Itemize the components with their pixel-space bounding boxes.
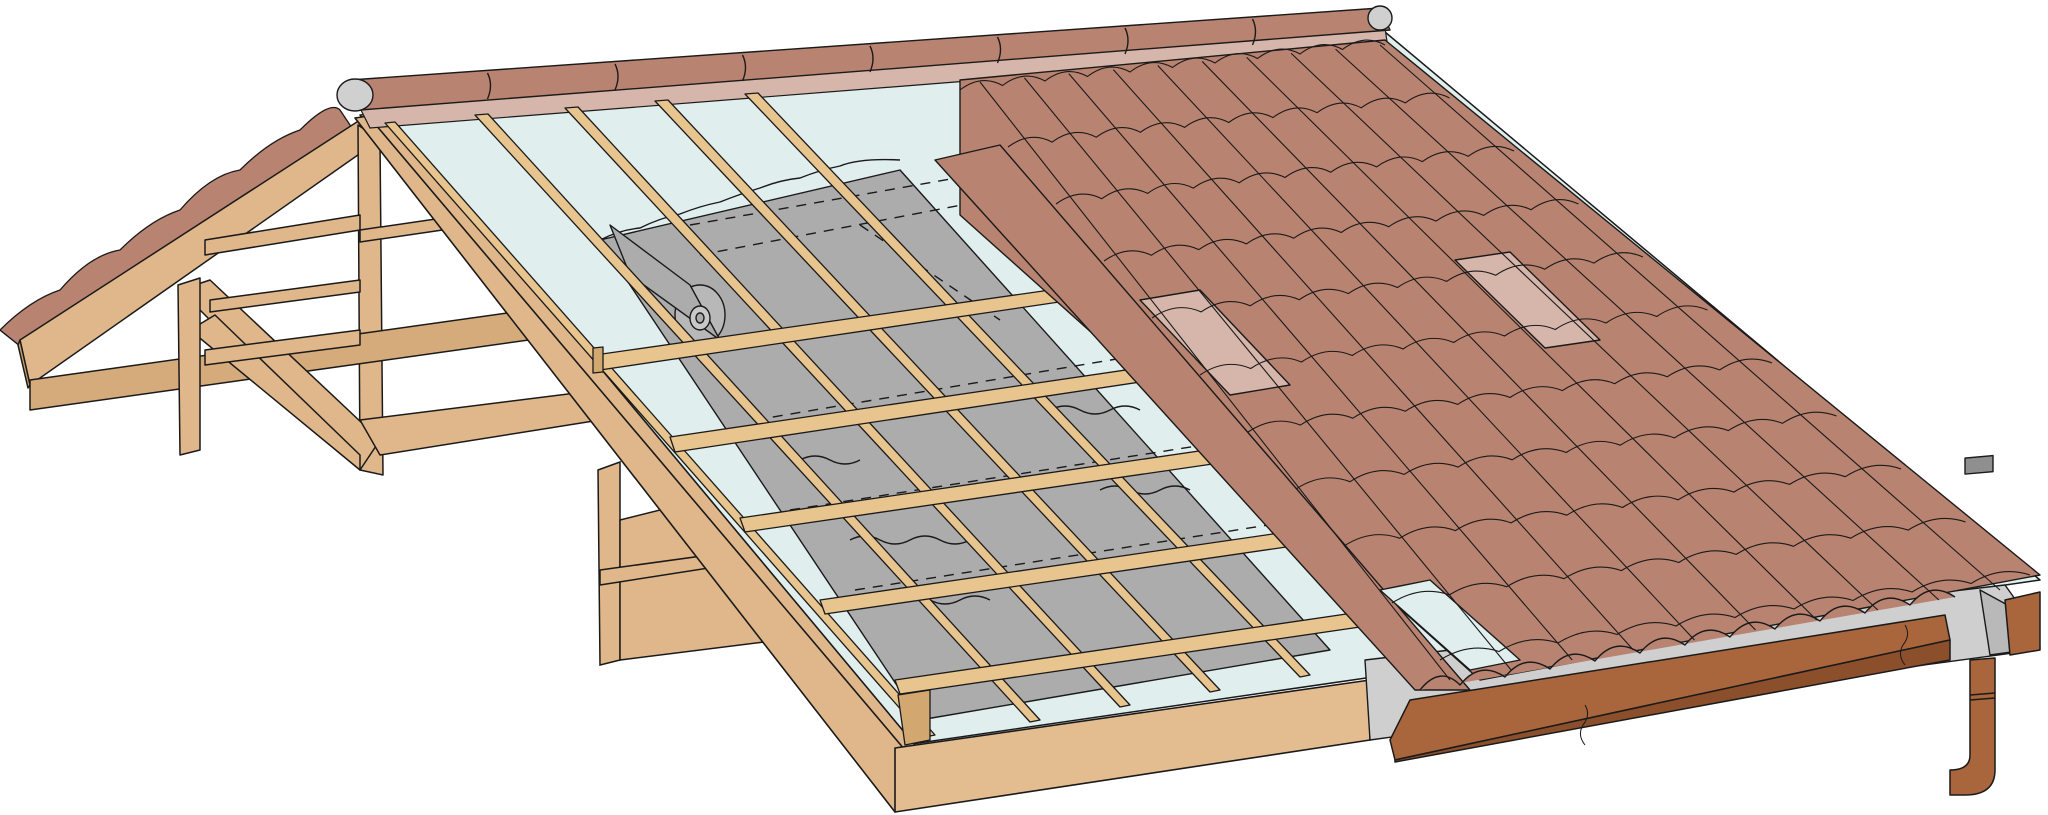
ridge-joint bbox=[1251, 18, 1257, 46]
ridge-joint bbox=[996, 36, 1002, 64]
tile-rib bbox=[1335, 48, 1940, 601]
tile-course bbox=[1343, 464, 1902, 547]
underlay-roll bbox=[599, 158, 1331, 721]
tile-rib bbox=[1379, 44, 2001, 591]
tile-course bbox=[1247, 358, 1773, 433]
tile-battens bbox=[592, 279, 1361, 746]
gable-truss bbox=[17, 119, 601, 476]
tile-rib bbox=[1068, 73, 1573, 661]
tile-course bbox=[1007, 92, 1450, 148]
tile-rib bbox=[1157, 65, 1695, 641]
tile-rib bbox=[1024, 77, 1512, 671]
ridge-joint bbox=[1124, 27, 1129, 55]
ridge-joint bbox=[614, 63, 619, 91]
ridge-joint bbox=[869, 45, 874, 73]
tile-course bbox=[1055, 145, 1515, 205]
tile-course bbox=[959, 39, 1386, 91]
tile-course bbox=[1103, 199, 1579, 262]
gutter bbox=[1389, 591, 2041, 763]
tile-rib bbox=[1112, 69, 1634, 651]
tile-course bbox=[1439, 571, 2031, 661]
tile-rib bbox=[1246, 56, 1818, 621]
ridge-tiles bbox=[336, 5, 1393, 112]
tile-rib bbox=[979, 81, 1451, 681]
vent-icon bbox=[1964, 454, 1994, 475]
downpipe bbox=[1949, 657, 1996, 796]
tile-ribs bbox=[979, 44, 2001, 681]
front-rafter bbox=[354, 114, 1371, 813]
tile-rib bbox=[1201, 61, 1756, 631]
tile-course bbox=[1199, 305, 1708, 376]
ridge-joint bbox=[486, 72, 492, 100]
ridge-joint bbox=[741, 54, 747, 82]
tile-course bbox=[1391, 517, 1966, 604]
tile-rib bbox=[1290, 52, 1879, 611]
tile-course bbox=[1151, 252, 1644, 319]
tile-rows bbox=[959, 39, 2031, 661]
